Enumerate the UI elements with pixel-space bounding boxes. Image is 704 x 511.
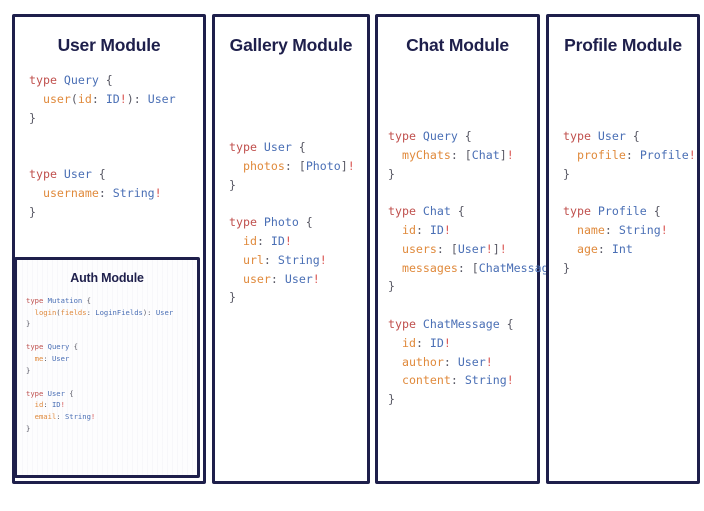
schema-code-auth-module: type Mutation { login(fields: LoginField… <box>26 296 174 433</box>
schema-code-chat-module: type Query { myChats: [Chat]! } ​ type C… <box>388 129 570 407</box>
card-profile-module[interactable]: Profile Module type User { profile: Prof… <box>546 14 700 484</box>
card-title-user-module: User Module <box>57 35 161 55</box>
card-title-auth-module: Auth Module <box>70 271 144 285</box>
card-auth-module[interactable]: Auth Module type Mutation { login(fields… <box>14 257 200 478</box>
card-chat-module[interactable]: Chat Module type Query { myChats: [Chat]… <box>375 14 570 484</box>
card-gallery-module[interactable]: Gallery Module type User { photos: [Phot… <box>212 14 370 484</box>
schema-code-user-module: type Query { user(id: ID!): User } ​ ​ t… <box>29 73 176 219</box>
schema-code-gallery-module: type User { photos: [Photo]! } ​ type Ph… <box>229 140 355 305</box>
card-title-profile-module: Profile Module <box>564 35 682 55</box>
card-title-chat-module: Chat Module <box>406 35 509 55</box>
card-title-gallery-module: Gallery Module <box>229 35 353 55</box>
schema-code-profile-module: type User { profile: Profile! } ​ type P… <box>563 129 696 275</box>
